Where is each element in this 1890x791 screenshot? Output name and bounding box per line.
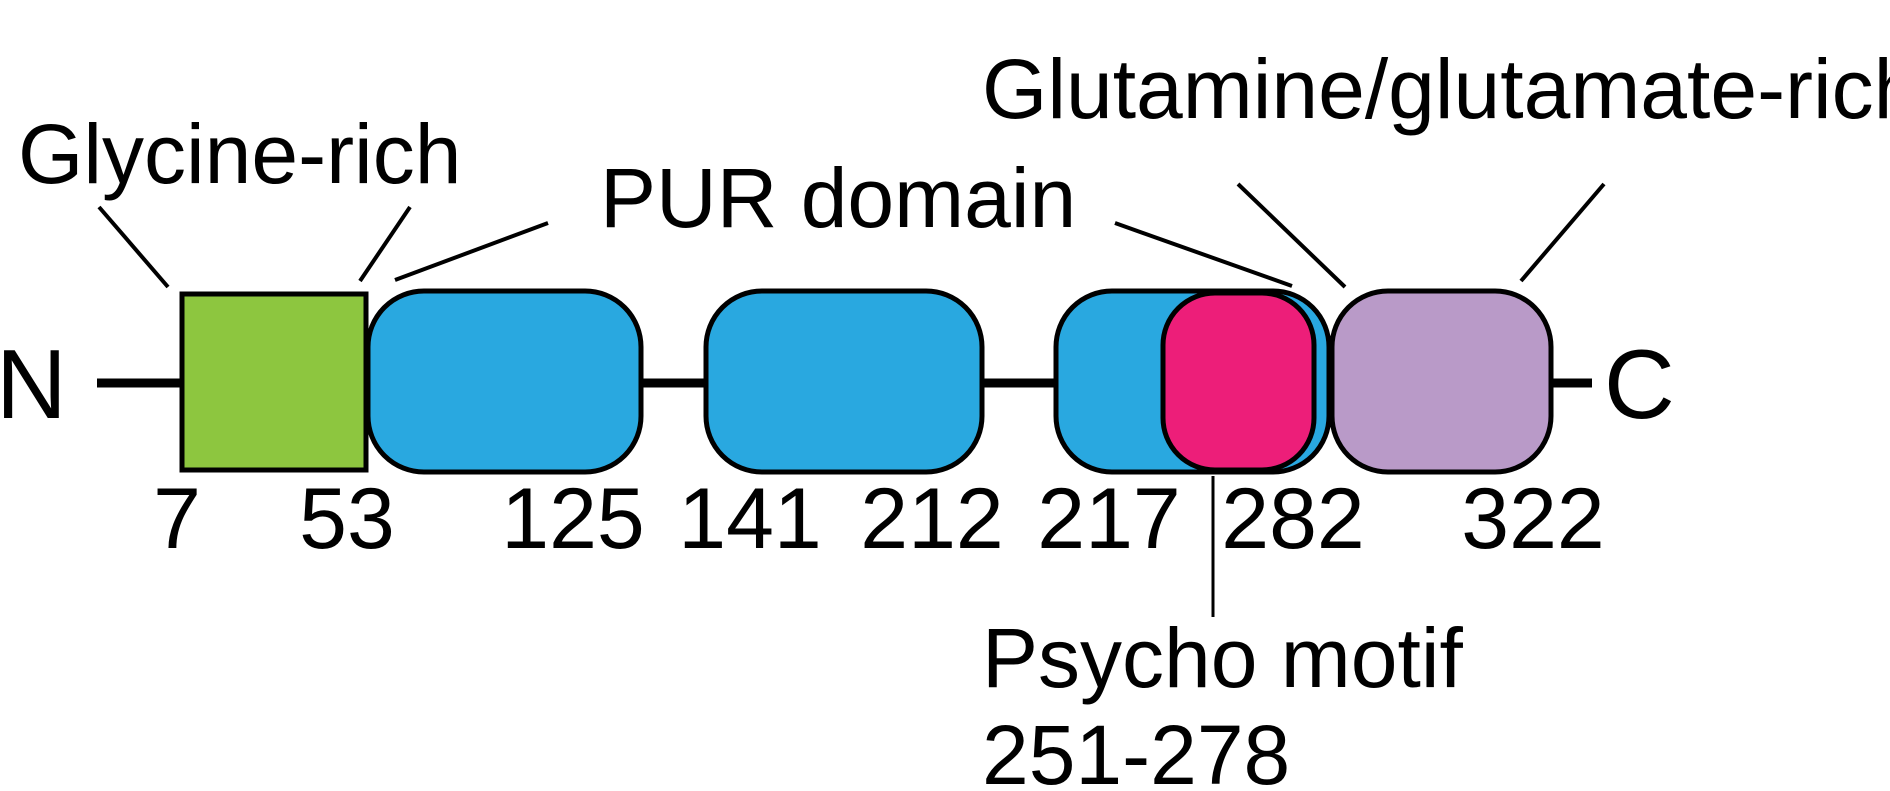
glutamine-rich-label: Glutamine/glutamate-rich xyxy=(982,42,1890,136)
position-label: 282 xyxy=(1221,471,1365,567)
position-label: 125 xyxy=(501,471,645,567)
glycine-callout-right xyxy=(358,205,412,283)
psycho-motif-domain xyxy=(1160,290,1317,473)
n-terminus-label: N xyxy=(0,329,67,439)
glutamine-callout-left xyxy=(1236,182,1347,289)
position-label: 322 xyxy=(1461,471,1605,567)
c-terminus-label: C xyxy=(1604,329,1675,439)
glycine-rich-label: Glycine-rich xyxy=(18,107,461,201)
glutamine-callout-right xyxy=(1519,182,1606,283)
pur-callout-left xyxy=(394,221,549,282)
position-label: 53 xyxy=(299,471,395,567)
position-label: 141 xyxy=(678,471,822,567)
glycine-callout-left xyxy=(97,205,170,289)
glutamine-rich-domain xyxy=(1329,288,1554,475)
position-label: 217 xyxy=(1037,471,1181,567)
position-label: 7 xyxy=(153,471,201,567)
pur-repeat-2 xyxy=(703,288,985,475)
pur-callout-right xyxy=(1114,221,1293,288)
psycho-motif-range: 251-278 xyxy=(982,708,1290,791)
pur-repeat-1 xyxy=(365,288,644,475)
psycho-motif-label: Psycho motif xyxy=(982,611,1463,705)
glycine-rich-domain xyxy=(179,291,369,473)
position-label: 212 xyxy=(860,471,1004,567)
pur-domain-label: PUR domain xyxy=(600,151,1076,245)
